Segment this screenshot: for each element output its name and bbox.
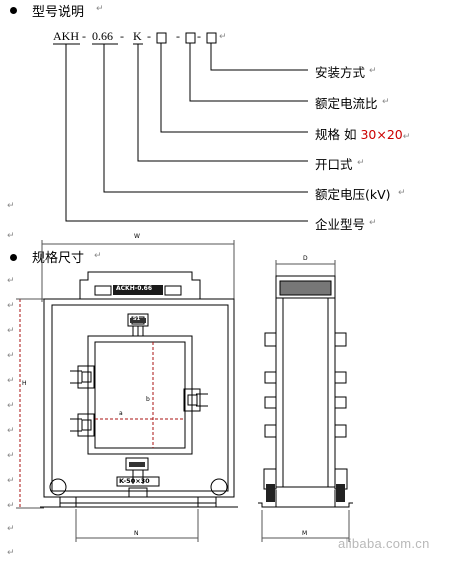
bullet: [10, 254, 17, 261]
top-terminal-label: S1: [133, 316, 141, 322]
return-mark: ↵: [219, 32, 227, 42]
model-code-voltage: 0.66: [92, 29, 113, 43]
legend-spec-example: 30×20: [360, 127, 403, 142]
model-code-dash: -: [82, 29, 86, 43]
legend-install: 安装方式: [315, 65, 366, 80]
legend-company: 企业型号: [315, 217, 366, 232]
return-mark: ↵: [402, 132, 411, 142]
return-mark: ↵: [7, 501, 15, 511]
return-mark: ↵: [7, 548, 15, 558]
return-mark: ↵: [382, 97, 390, 107]
return-mark: ↵: [7, 476, 15, 486]
return-mark: ↵: [7, 276, 15, 286]
legend-voltage: 额定电压(kV): [315, 187, 391, 202]
return-mark: ↵: [398, 188, 406, 198]
section-title-dimensions: 规格尺寸: [32, 251, 85, 266]
legend-ratio: 额定电流比: [315, 96, 378, 111]
model-code-type: K: [133, 29, 142, 43]
return-mark: ↵: [369, 66, 377, 76]
dim-side-bottom: M: [302, 530, 308, 537]
model-code-dash: -: [147, 29, 151, 43]
return-mark: ↵: [7, 301, 15, 311]
return-mark: ↵: [7, 231, 15, 241]
dim-bottom-width: N: [134, 530, 139, 537]
bullet: [10, 7, 17, 14]
dim-depth: D: [303, 255, 308, 262]
model-code-dash: -: [120, 29, 124, 43]
model-code-dash: -: [197, 29, 201, 43]
return-mark: ↵: [96, 4, 104, 14]
return-mark: ↵: [7, 326, 15, 336]
watermark-text: alibaba.com.cn: [338, 536, 430, 551]
model-code-prefix: AKH: [53, 29, 79, 43]
return-mark: ↵: [7, 524, 15, 534]
return-mark: ↵: [7, 201, 15, 211]
legend-spec: 规格 如 30×20↵: [315, 124, 410, 143]
dim-height: H: [22, 380, 27, 387]
dim-window-b: b: [146, 396, 150, 403]
return-mark: ↵: [94, 251, 102, 261]
return-mark: ↵: [7, 401, 15, 411]
return-mark: ↵: [369, 218, 377, 228]
dim-window-a: a: [119, 410, 123, 417]
return-mark: ↵: [7, 351, 15, 361]
legend-open: 开口式: [315, 157, 353, 172]
section-title-model: 型号说明: [32, 5, 85, 20]
return-mark: ↵: [7, 426, 15, 436]
nameplate-text: ACKH-0.66: [116, 285, 153, 292]
return-mark: ↵: [357, 158, 365, 168]
dim-top-width: W: [134, 233, 140, 240]
bottom-plate-label: K-50×30: [119, 477, 150, 485]
legend-spec-prefix: 规格 如: [315, 127, 361, 142]
return-mark: ↵: [7, 451, 15, 461]
return-mark: ↵: [7, 376, 15, 386]
model-code-dash: -: [176, 29, 180, 43]
